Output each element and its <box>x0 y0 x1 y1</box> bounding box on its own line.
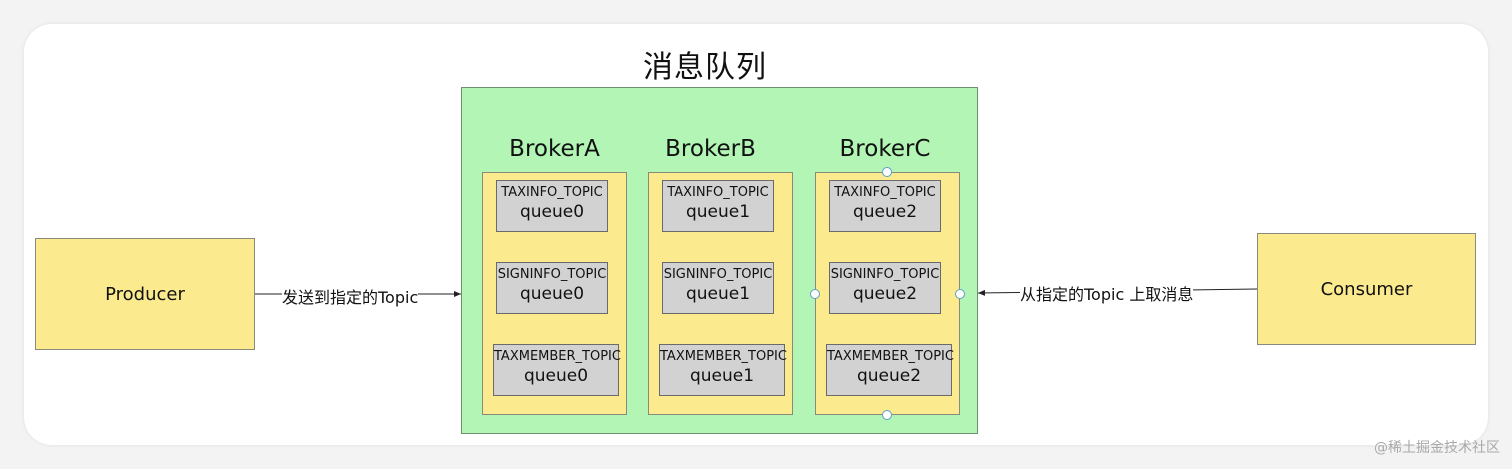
resize-handle-right[interactable] <box>955 289 965 299</box>
queue-topic: TAXMEMBER_TOPIC <box>660 349 787 364</box>
queue-box: SIGNINFO_TOPIC queue0 <box>496 262 608 314</box>
diagram-title: 消息队列 <box>643 50 767 85</box>
queue-box: TAXINFO_TOPIC queue2 <box>829 180 941 232</box>
queue-box: SIGNINFO_TOPIC queue2 <box>829 262 941 314</box>
fetch-edge-label: 从指定的Topic 上取消息 <box>1020 281 1194 305</box>
queue-topic: SIGNINFO_TOPIC <box>830 267 940 282</box>
broker-c-title: BrokerC <box>839 136 931 162</box>
send-edge-label: 发送到指定的Topic <box>282 284 419 308</box>
queue-topic: TAXINFO_TOPIC <box>834 185 936 200</box>
queue-name: queue2 <box>856 366 922 386</box>
queue-box: SIGNINFO_TOPIC queue1 <box>662 262 774 314</box>
queue-name: queue2 <box>852 284 918 304</box>
queue-name: queue2 <box>852 202 918 222</box>
queue-box: TAXINFO_TOPIC queue0 <box>496 180 608 232</box>
broker-b-title: BrokerB <box>665 136 756 162</box>
consumer-box: Consumer <box>1257 233 1476 345</box>
queue-topic: SIGNINFO_TOPIC <box>497 267 607 282</box>
queue-box: TAXMEMBER_TOPIC queue0 <box>493 344 621 396</box>
queue-topic: TAXMEMBER_TOPIC <box>494 349 621 364</box>
queue-name: queue1 <box>689 366 755 386</box>
queue-topic: SIGNINFO_TOPIC <box>663 267 773 282</box>
queue-name: queue1 <box>685 202 751 222</box>
resize-handle-bottom[interactable] <box>882 410 892 420</box>
producer-label: Producer <box>105 283 185 305</box>
resize-handle-top[interactable] <box>882 167 892 177</box>
watermark: @稀土掘金技术社区 <box>1374 440 1500 456</box>
queue-name: queue1 <box>685 284 751 304</box>
queue-topic: TAXINFO_TOPIC <box>667 185 769 200</box>
queue-topic: TAXINFO_TOPIC <box>501 185 603 200</box>
queue-name: queue0 <box>523 366 589 386</box>
queue-box: TAXMEMBER_TOPIC queue1 <box>659 344 787 396</box>
resize-handle-left[interactable] <box>810 289 820 299</box>
queue-name: queue0 <box>519 284 585 304</box>
consumer-label: Consumer <box>1320 278 1413 300</box>
queue-box: TAXMEMBER_TOPIC queue2 <box>826 344 954 396</box>
producer-box: Producer <box>35 238 255 350</box>
queue-box: TAXINFO_TOPIC queue1 <box>662 180 774 232</box>
queue-topic: TAXMEMBER_TOPIC <box>827 349 954 364</box>
broker-a-title: BrokerA <box>509 136 600 162</box>
queue-name: queue0 <box>519 202 585 222</box>
